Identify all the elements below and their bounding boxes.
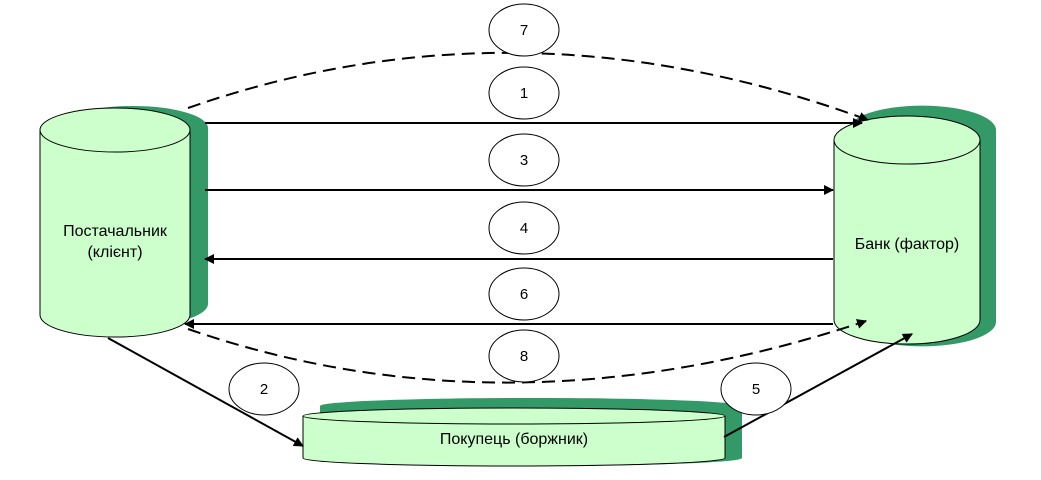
step-number: 2 bbox=[260, 381, 268, 398]
step-number: 3 bbox=[520, 152, 528, 169]
buyer-body bbox=[302, 416, 726, 467]
step-number: 8 bbox=[520, 348, 528, 365]
arrow-2 bbox=[107, 337, 304, 447]
step-bubble-8: 8 bbox=[488, 329, 560, 383]
step-bubble-1: 1 bbox=[488, 66, 560, 120]
buyer-node: Покупець (боржник) bbox=[302, 397, 742, 467]
step-number: 5 bbox=[752, 381, 760, 398]
supplier-label-line2: (клієнт) bbox=[87, 244, 142, 261]
step-number: 1 bbox=[520, 85, 528, 102]
arrow-8 bbox=[187, 319, 867, 384]
bank-top bbox=[833, 115, 981, 165]
step-number: 7 bbox=[520, 22, 528, 39]
buyer-label: Покупець (боржник) bbox=[440, 431, 588, 448]
step-bubble-7: 7 bbox=[488, 3, 560, 57]
bank-node: Банк (фактор) bbox=[833, 105, 996, 347]
supplier-node: Постачальник (клієнт) bbox=[39, 106, 208, 338]
supplier-label-line1: Постачальник bbox=[63, 223, 168, 240]
supplier-top bbox=[39, 107, 191, 153]
step-number: 6 bbox=[520, 286, 528, 303]
step-bubble-4: 4 bbox=[488, 201, 560, 255]
step-bubble-2: 2 bbox=[228, 362, 300, 416]
step-bubble-5: 5 bbox=[720, 362, 792, 416]
bank-label: Банк (фактор) bbox=[855, 236, 960, 253]
step-number: 4 bbox=[520, 220, 528, 237]
arrow-5 bbox=[723, 333, 913, 438]
buyer-top bbox=[302, 407, 726, 425]
step-bubble-6: 6 bbox=[488, 267, 560, 321]
step-bubble-3: 3 bbox=[488, 133, 560, 187]
